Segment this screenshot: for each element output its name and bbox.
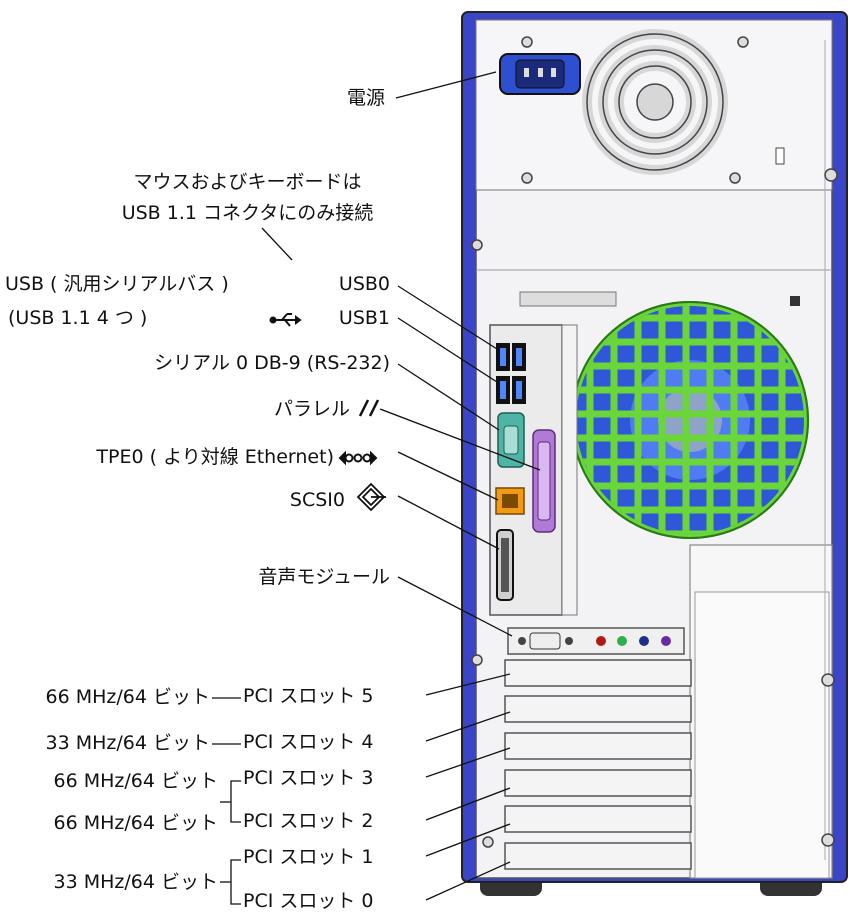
scsi-port [496,529,514,601]
usb-title-label: USB ( 汎用シリアルバス ) [5,273,229,295]
pci-slot-5-speed: 66 MHz/64 ビット [45,686,211,708]
pci-slot-3-label: PCI スロット 3 [243,767,374,789]
system-fan [571,301,809,539]
pci-slot-0-label: PCI スロット 0 [243,890,374,912]
audio-module [507,627,685,655]
usb0-ports [496,343,526,371]
audio-module-label: 音声モジュール [258,566,390,588]
serial-port [497,412,525,468]
usb-icon [269,313,302,327]
ethernet-port [495,487,525,515]
serial-label: シリアル 0 DB-9 (RS-232) [154,352,390,374]
power-socket [499,53,581,95]
chassis-screws [471,36,838,848]
usb1-label: USB1 [338,307,390,329]
pci-slot-1-0-speed: 33 MHz/64 ビット [53,871,219,893]
pci-slot-5-label: PCI スロット 5 [243,685,374,707]
usb1-ports [496,376,526,404]
mouse-keyboard-note-line2: USB 1.1 コネクタにのみ接続 [121,202,374,224]
pci-slot-4-label: PCI スロット 4 [243,731,374,753]
power-label: 電源 [346,87,385,109]
parallel-icon [358,399,380,417]
pci-slot-2-speed: 66 MHz/64 ビット [53,812,219,834]
tpe0-label: TPE0 ( より対線 Ethernet) [96,446,334,468]
scsi-icon [356,482,386,512]
leader-lines [212,71,541,905]
parallel-port [532,429,556,533]
pci-slot-3-speed: 66 MHz/64 ビット [53,770,219,792]
usb-count-label: (USB 1.1 4 つ ) [8,307,148,329]
pci-slot-covers [504,659,692,870]
pci-slot-4-speed: 33 MHz/64 ビット [45,732,211,754]
pci-slot-1-label: PCI スロット 1 [243,846,374,868]
ethernet-icon [338,450,378,466]
scsi0-label: SCSI0 [289,489,345,511]
psu-fan-guard [582,29,728,175]
usb0-label: USB0 [338,273,390,295]
parallel-label: パラレル [273,398,350,420]
pci-slot-2-label: PCI スロット 2 [243,810,374,832]
mouse-keyboard-note-line1: マウスおよびキーボードは [133,171,362,193]
